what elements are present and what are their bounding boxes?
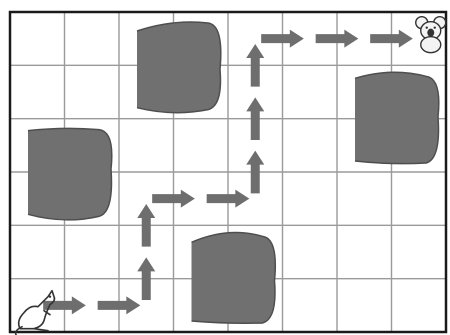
obstacle-rock-top <box>137 22 221 113</box>
obstacle-rock-bottom <box>192 232 276 323</box>
obstacle-rock-left <box>28 128 112 220</box>
obstacle-rock-right <box>355 72 439 163</box>
